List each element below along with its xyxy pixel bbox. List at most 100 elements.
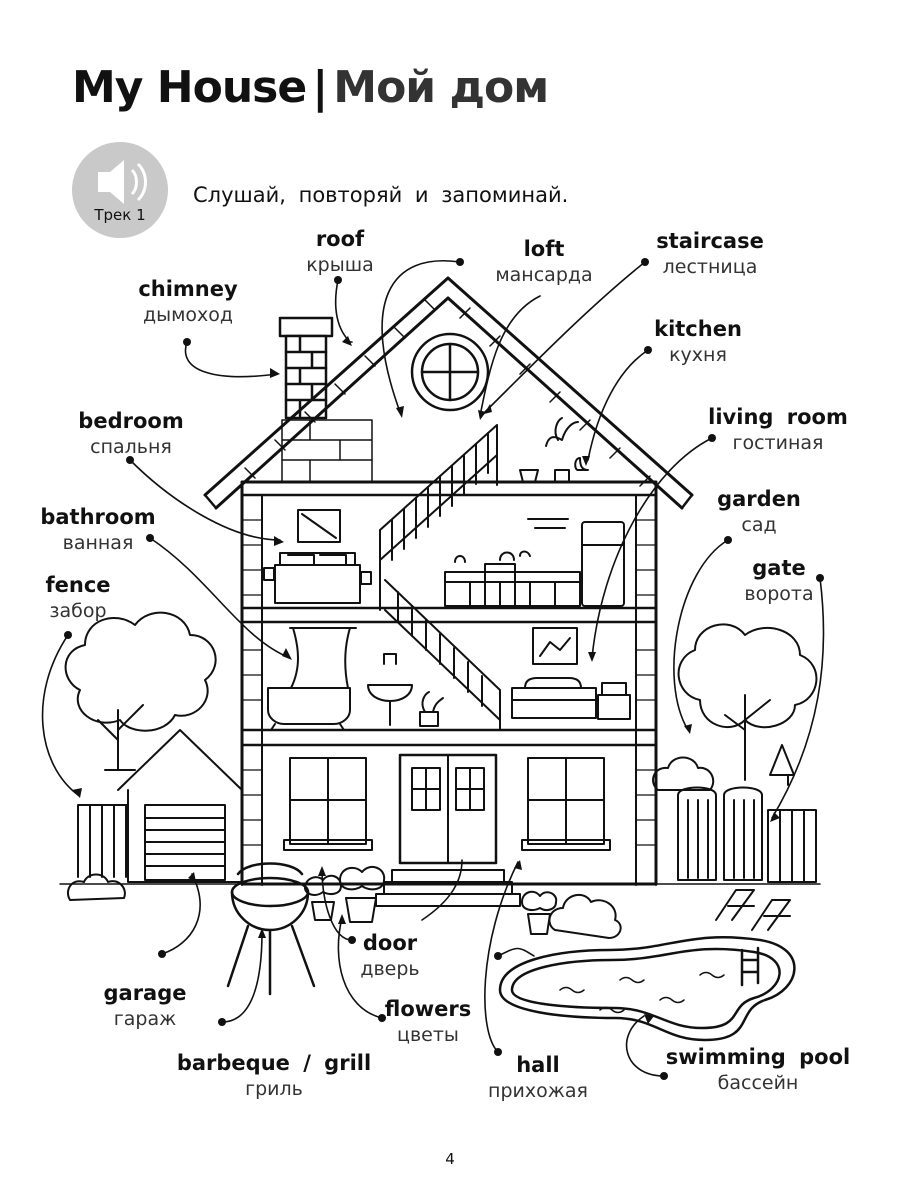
page-number: 4 — [445, 1150, 455, 1168]
pointer-gate — [771, 577, 825, 819]
fence-left — [77, 804, 129, 878]
living-room-drawing — [511, 627, 631, 720]
bushes — [66, 756, 715, 939]
ground-floor-drawing — [283, 753, 611, 907]
kitchen-drawing — [444, 417, 625, 607]
label-kitchen: kitchen кухня — [654, 316, 742, 368]
pointer-flowers — [337, 917, 383, 1019]
label-gate-en: gate — [752, 556, 806, 580]
label-swimming-pool: swimming pool бассейн — [666, 1044, 850, 1096]
label-garage-en: garage — [103, 981, 187, 1005]
label-roof: roof крыша — [306, 226, 374, 278]
bathroom-drawing — [267, 627, 444, 731]
garage-drawing — [117, 729, 243, 883]
label-swimming-pool-ru: бассейн — [717, 1072, 799, 1094]
speaker-icon — [98, 160, 147, 204]
title-en: My House — [72, 62, 307, 113]
pointer-garage — [161, 873, 201, 955]
label-bathroom: bathroom ванная — [40, 504, 155, 556]
label-loft-en: loft — [523, 237, 565, 261]
label-door: door дверь — [360, 930, 419, 982]
label-kitchen-en: kitchen — [654, 317, 742, 341]
label-garage: garage гараж — [103, 980, 186, 1032]
label-loft: loft мансарда — [495, 236, 592, 288]
pointer-chimney — [184, 341, 278, 378]
label-bedroom-en: bedroom — [78, 409, 184, 433]
pointer-barbeque — [221, 931, 263, 1023]
label-chimney-en: chimney — [138, 277, 238, 301]
house-walls — [240, 480, 658, 886]
loungers — [715, 889, 791, 931]
label-barbeque-ru: гриль — [245, 1078, 303, 1100]
label-living-room: living room гостиная — [708, 404, 848, 456]
label-garden-en: garden — [717, 487, 801, 511]
title-ru: Мой дом — [333, 62, 549, 113]
label-staircase: staircase лестница — [656, 228, 764, 280]
pointer-garden — [673, 539, 729, 731]
label-staircase-en: staircase — [656, 229, 764, 253]
label-fence-en: fence — [45, 573, 111, 597]
label-hall-en: hall — [516, 1053, 560, 1077]
pointer-dots — [64, 258, 824, 1080]
label-barbeque: barbeque / grill гриль — [177, 1050, 371, 1102]
label-garden: garden сад — [717, 486, 801, 538]
pointer-pool — [625, 1015, 665, 1077]
roof-drawing — [203, 276, 694, 510]
label-bedroom: bedroom спальня — [78, 408, 183, 460]
bedroom-drawing — [263, 509, 372, 604]
label-living-room-ru: гостиная — [732, 432, 824, 454]
pointer-living-room — [591, 437, 713, 659]
staircase-drawing — [379, 424, 501, 731]
label-gate-ru: ворота — [744, 583, 814, 605]
instruction-text: Слушай, повторяй и запоминай. — [193, 183, 569, 207]
pointer-staircase — [484, 261, 646, 413]
pointer-hall — [484, 861, 519, 1053]
tree-left — [64, 611, 217, 771]
label-flowers-ru: цветы — [397, 1024, 459, 1046]
label-door-en: door — [362, 931, 418, 955]
label-barbeque-en: barbeque / grill — [176, 1051, 372, 1075]
label-flowers: flowers цветы — [385, 996, 472, 1048]
label-fence: fence забор — [45, 572, 110, 624]
label-loft-ru: мансарда — [495, 264, 593, 286]
label-chimney-ru: дымоход — [142, 304, 234, 326]
label-fence-ru: забор — [49, 600, 107, 622]
chimney-drawing — [278, 316, 334, 420]
label-garage-ru: гараж — [113, 1008, 177, 1030]
label-gate: gate ворота — [744, 555, 813, 607]
barbeque-drawing — [226, 862, 316, 996]
title-separator: | — [312, 62, 328, 113]
pointer-loft-1 — [381, 260, 461, 413]
pointer-bedroom — [129, 459, 281, 541]
label-roof-en: roof — [315, 227, 365, 251]
pointer-door-2 — [421, 859, 463, 921]
pointer-lines — [41, 260, 825, 1077]
pool-drawing — [498, 936, 796, 1042]
label-door-ru: дверь — [360, 958, 420, 980]
label-bedroom-ru: спальня — [90, 436, 172, 458]
pointer-loft-2 — [479, 295, 541, 417]
label-flowers-en: flowers — [384, 997, 472, 1021]
pointer-door-1 — [321, 869, 353, 941]
label-chimney: chimney дымоход — [138, 276, 237, 328]
audio-track-button[interactable]: Трек 1 — [72, 142, 168, 238]
label-roof-ru: крыша — [306, 254, 374, 276]
label-kitchen-ru: кухня — [669, 344, 727, 366]
label-hall: hall прихожая — [488, 1052, 588, 1104]
pointer-bathroom — [149, 537, 291, 659]
label-bathroom-en: bathroom — [40, 505, 156, 529]
pointer-kitchen — [587, 349, 649, 461]
pointer-roof — [334, 279, 351, 343]
label-bathroom-ru: ванная — [62, 532, 134, 554]
audio-track-label: Трек 1 — [94, 206, 146, 224]
label-swimming-pool-en: swimming pool — [665, 1045, 851, 1069]
pointer-fence — [41, 634, 79, 796]
label-staircase-ru: лестница — [662, 256, 758, 278]
page-title: My House|Мой дом — [72, 62, 549, 113]
label-living-room-en: living room — [708, 405, 848, 429]
label-garden-ru: сад — [741, 514, 777, 536]
label-hall-ru: прихожая — [488, 1080, 588, 1102]
arrow-heads — [72, 336, 780, 1024]
gate-drawing — [677, 744, 817, 883]
